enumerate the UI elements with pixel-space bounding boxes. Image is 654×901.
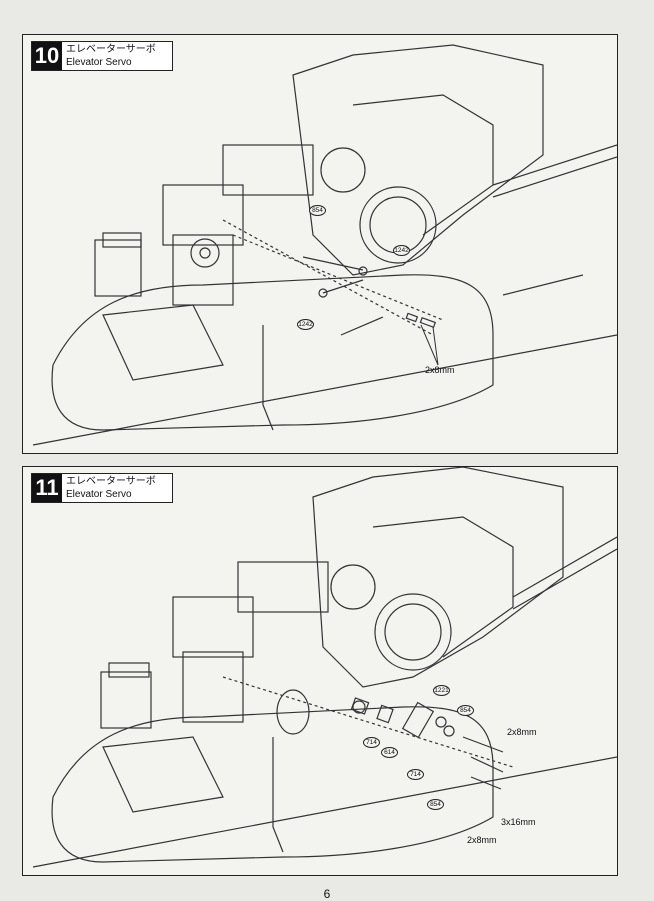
part-callout-854-upper: 854	[457, 705, 474, 716]
step-10-header: 10 エレベーターサーボ Elevator Servo	[31, 41, 173, 71]
screw-size-label-b: 3x16mm	[501, 817, 536, 827]
elevator-servo-diagram-10	[32, 44, 617, 446]
part-callout-714-left: 714	[363, 737, 380, 748]
step-number: 11	[32, 474, 62, 502]
part-callout-1221: 1221	[433, 685, 450, 696]
part-callout-854: 854	[309, 205, 326, 216]
step-title-en: Elevator Servo	[66, 489, 132, 500]
step-11-panel: 11 エレベーターサーボ Elevator Servo 1221 854 714…	[22, 466, 618, 876]
step-11-header: 11 エレベーターサーボ Elevator Servo	[31, 473, 173, 503]
step-number: 10	[32, 42, 62, 70]
step-title-jp: エレベーターサーボ	[66, 44, 156, 55]
part-callout-714-right: 714	[407, 769, 424, 780]
step-title-jp: エレベーターサーボ	[66, 476, 156, 487]
screw-size-label-c: 2x8mm	[467, 835, 497, 845]
screw-size-label: 2x8mm	[425, 365, 455, 375]
step-titles: エレベーターサーボ Elevator Servo	[62, 42, 172, 70]
part-callout-1242-lower: 1242	[297, 319, 314, 330]
step-10-panel: 10 エレベーターサーボ Elevator Servo 854 1242 124…	[22, 34, 618, 454]
step-titles: エレベーターサーボ Elevator Servo	[62, 474, 172, 502]
part-callout-854-lower: 854	[427, 799, 444, 810]
elevator-servo-diagram-11	[32, 467, 617, 868]
page-number: 6	[323, 887, 331, 901]
part-callout-1242-upper: 1242	[393, 245, 410, 256]
step-title-en: Elevator Servo	[66, 57, 132, 68]
part-callout-614: 614	[381, 747, 398, 758]
screw-size-label-a: 2x8mm	[507, 727, 537, 737]
